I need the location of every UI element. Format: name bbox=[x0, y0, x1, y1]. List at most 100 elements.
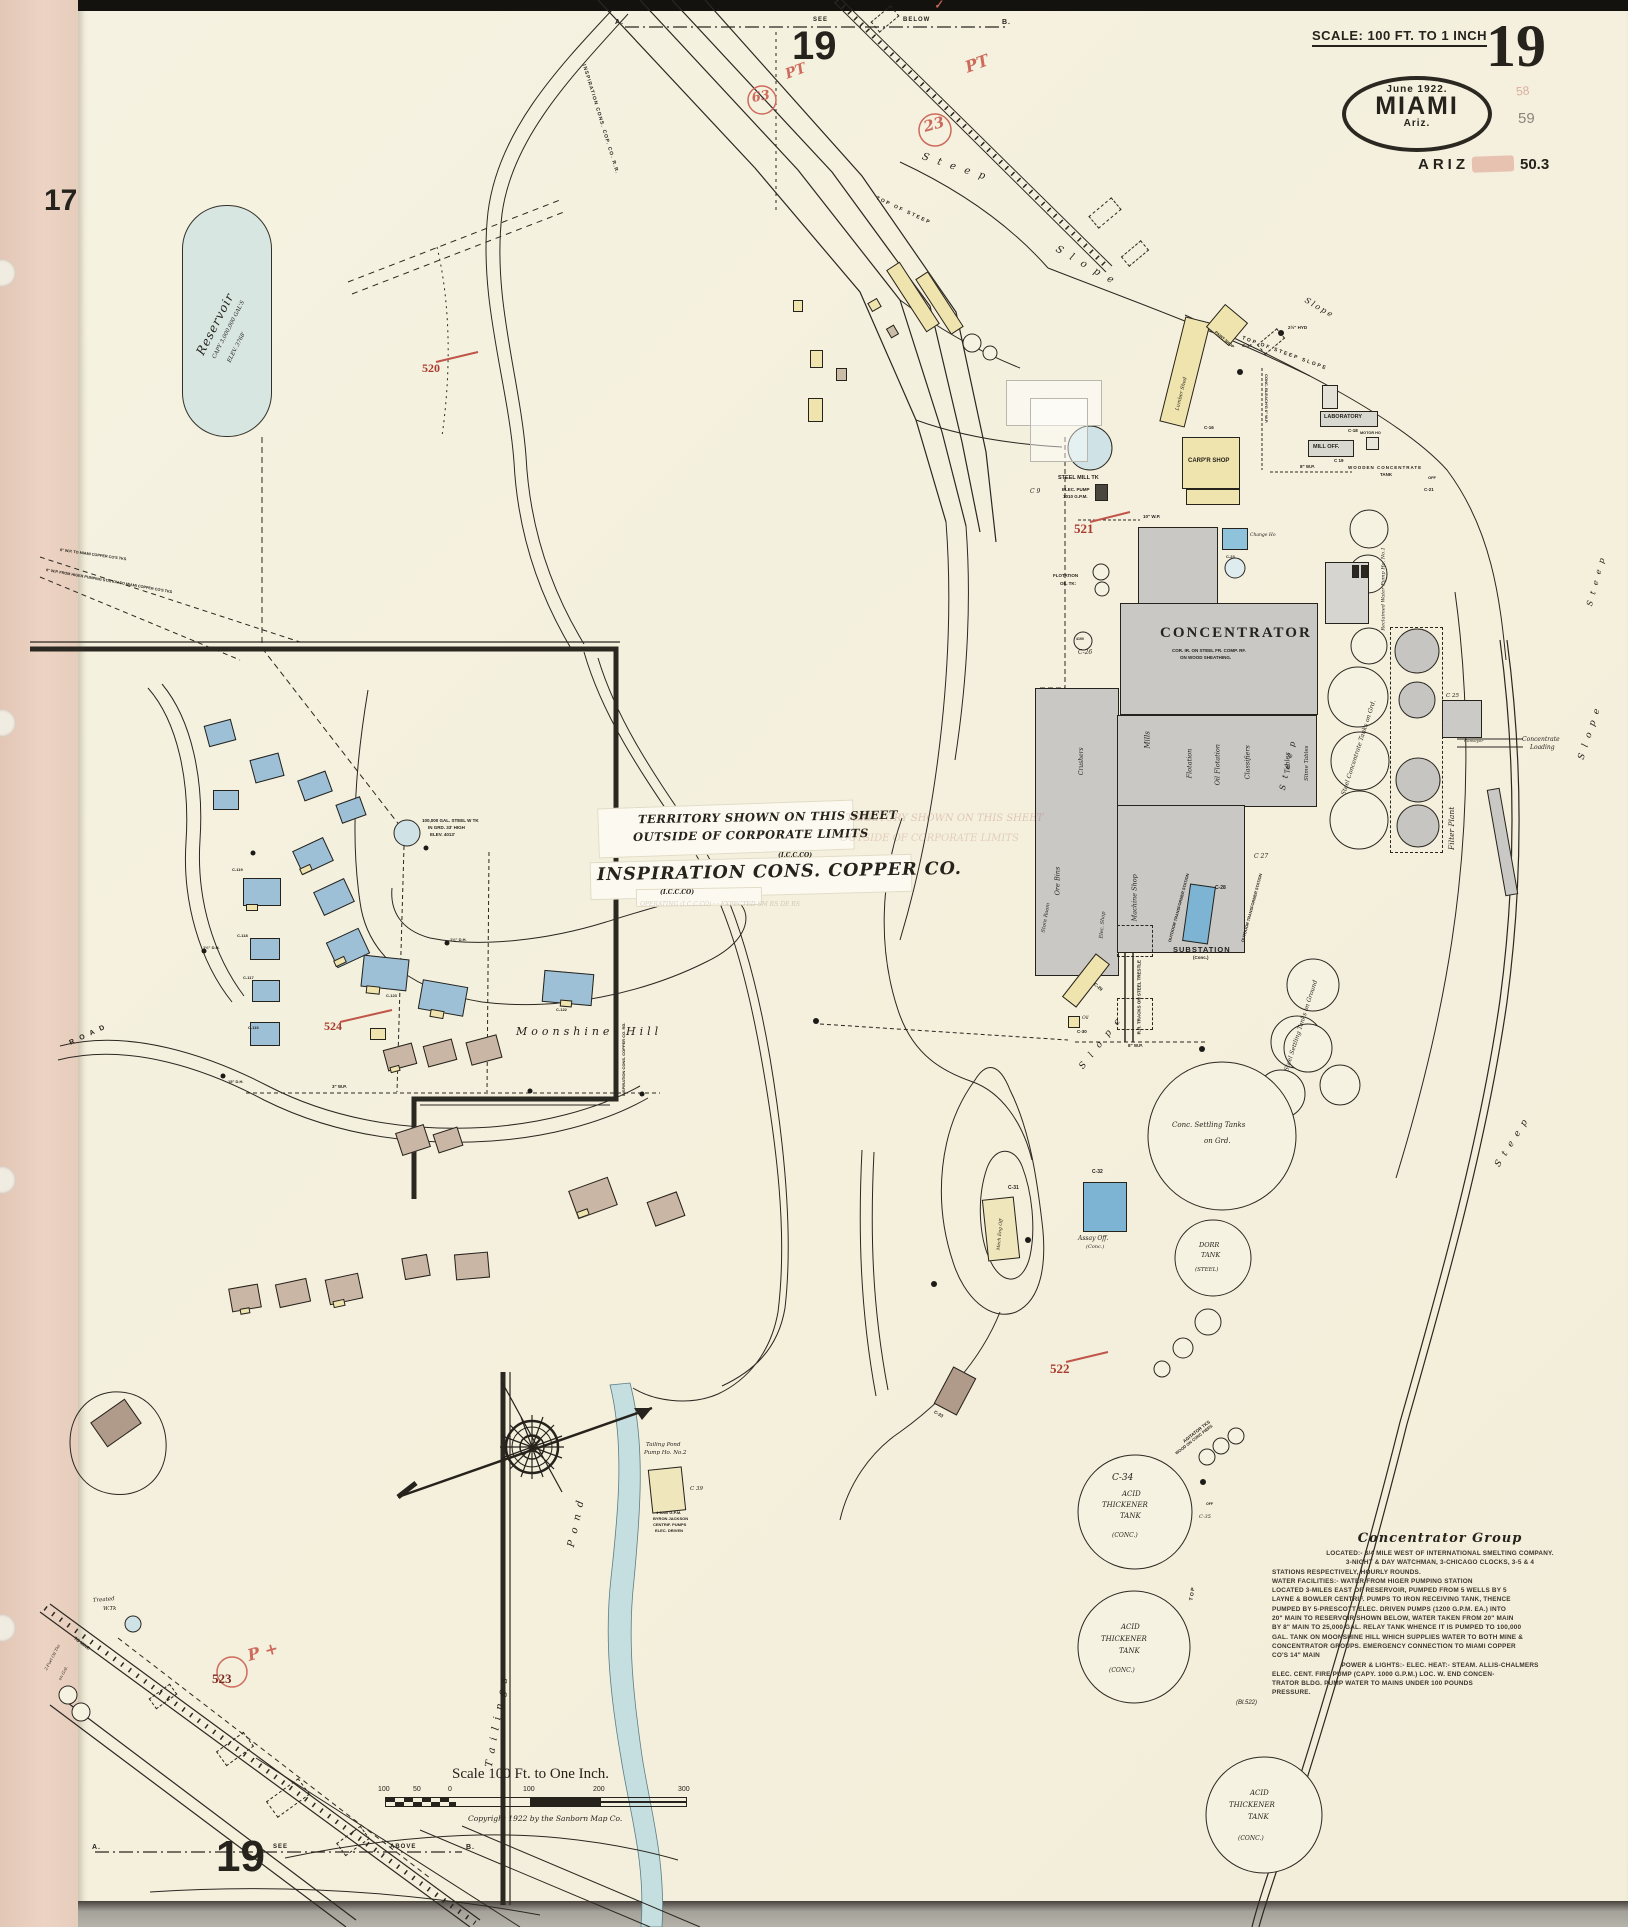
oil-label: Oil bbox=[1082, 1016, 1089, 1021]
trestle-siding-2 bbox=[1117, 998, 1153, 1030]
notes-line: POWER & LIGHTS:- ELEC. HEAT:- STEAM. ALL… bbox=[1341, 1661, 1539, 1669]
house-blue-7 bbox=[243, 878, 281, 906]
substation-label: SUBSTATION bbox=[1173, 945, 1231, 954]
acid2a-label: ACID bbox=[1121, 1623, 1140, 1631]
acid2b-label: THICKENER bbox=[1101, 1635, 1147, 1643]
c25-label: C 25 bbox=[1446, 693, 1459, 699]
sheet-number-large: 19 bbox=[1486, 13, 1546, 79]
concentrate-tank-5 bbox=[1330, 731, 1390, 791]
notes-line: WATER FACILITIES:- WATER FROM HIGER PUMP… bbox=[1272, 1577, 1473, 1585]
acid2c-label: TANK bbox=[1119, 1647, 1140, 1655]
hydrant-dot-9 bbox=[1237, 369, 1243, 375]
red-strike-521 bbox=[1089, 511, 1131, 523]
hydrant-dot-4 bbox=[527, 1088, 533, 1094]
red-circle-523 bbox=[216, 1656, 248, 1688]
conc-settling-tank-big bbox=[1147, 1061, 1297, 1211]
notes-line: 20" MAIN TO RESERVOIR SHOWN BELOW, WATER… bbox=[1272, 1615, 1514, 1623]
c23-label: C-23 bbox=[1226, 554, 1235, 559]
ghost-territory2-label: OUTSIDE OF CORPORATE LIMITS bbox=[840, 833, 1019, 844]
matchline-top-see: SEE bbox=[813, 17, 829, 23]
hydrant-dot-1 bbox=[444, 940, 450, 946]
concentrator-group-notes: Concentrator Group LOCATED:- 3/4 MILE WE… bbox=[1272, 1531, 1608, 1698]
hydrant-dot-11 bbox=[1199, 1046, 1205, 1052]
concentrator-tower bbox=[1138, 527, 1218, 605]
c19-label: C 19 bbox=[1334, 458, 1344, 463]
oil-shed-2 bbox=[808, 398, 823, 422]
wooden-conc-tank2-label: TANK bbox=[1380, 472, 1393, 477]
change-ho-label: Change Ho bbox=[1250, 533, 1276, 538]
sheet-number-bottom: 19 bbox=[216, 1832, 265, 1881]
house-blue-9 bbox=[250, 938, 280, 960]
hydrant-dot-3 bbox=[220, 1073, 226, 1079]
concentrator-sub2-label: ON WOOD SHEATHING. bbox=[1180, 655, 1232, 660]
trestle-siding-1 bbox=[1117, 925, 1153, 957]
notes-line: PUMPED BY 5-PRESCOTT ELEC. DRIVEN PUMPS … bbox=[1272, 1605, 1506, 1613]
road-oval-sw bbox=[69, 1391, 167, 1496]
curve-bottom-a bbox=[284, 1834, 679, 1861]
faint-59: 59 bbox=[1518, 110, 1535, 127]
rail-1 bbox=[597, 0, 947, 523]
c123-label: C-123 bbox=[386, 993, 397, 998]
laboratory-label: LABORATORY bbox=[1324, 414, 1363, 420]
pump-symbol-1 bbox=[1352, 565, 1359, 578]
notes-line: BY 8" MAIN TO 25,000 GAL. RELAY TANK WHE… bbox=[1272, 1624, 1522, 1632]
moonshine-tank1-label: 100,000 GAL. STEEL W TK bbox=[422, 818, 479, 823]
elev-marker-4190 bbox=[1073, 631, 1093, 651]
fence-ne-2 bbox=[351, 211, 565, 295]
concentrate-loading2-label: Loading bbox=[1530, 744, 1555, 751]
concentrator-west-wing bbox=[1035, 688, 1119, 976]
concentrator-main bbox=[1120, 603, 1318, 715]
faint-58: 58 bbox=[1515, 83, 1531, 99]
road-522-a bbox=[859, 1149, 877, 1397]
rail-siding-3 bbox=[899, 757, 939, 941]
elec-pump-gpm-label: 1010 G.P.M. bbox=[1063, 494, 1088, 499]
pipe-hill-2 bbox=[486, 851, 490, 1093]
adjacent-sheet-17: 17 bbox=[44, 184, 78, 217]
moonshine-tank2-label: IN GRD. 33' HIGH bbox=[428, 825, 465, 830]
scale-tick: 0 bbox=[448, 1786, 452, 1793]
house-tan-9 bbox=[453, 1251, 491, 1281]
scale-tick: 50 bbox=[413, 1786, 421, 1793]
red-circle-23 bbox=[918, 113, 952, 147]
flotation-oil-label: FLOTATION bbox=[1053, 573, 1079, 578]
filter-tank-4 bbox=[1396, 804, 1440, 848]
elec-pump-house bbox=[1095, 484, 1108, 501]
oil-shed-6 bbox=[793, 300, 803, 312]
rail-tied-ties bbox=[835, 0, 1111, 271]
slope-inner bbox=[1395, 591, 1467, 1179]
hydrant-dot-6 bbox=[423, 845, 429, 851]
red-strike-524 bbox=[339, 1009, 393, 1023]
acid3b-label: THICKENER bbox=[1229, 1801, 1275, 1809]
ghost-territory1-label: TERRITORY SHOWN ON THIS SHEET bbox=[846, 813, 1044, 824]
ore-bins-label: Ore Bins bbox=[1053, 866, 1062, 896]
concentrator-sub1-label: COR. IR. ON STEEL FR. COMP. RF. bbox=[1172, 648, 1246, 653]
rail-sw-2b bbox=[59, 1696, 357, 1921]
classifiers-label: Classifiers bbox=[1243, 745, 1252, 780]
agitator-tank-3 bbox=[1227, 1427, 1245, 1445]
red-check-mark: ✓ bbox=[932, 0, 945, 12]
carpenter-shop bbox=[1182, 437, 1240, 489]
small-tank-1 bbox=[1194, 1308, 1222, 1336]
steel-mill-tk-label: STEEL MILL TK bbox=[1058, 475, 1099, 481]
slope-contour-1 bbox=[1184, 314, 1507, 661]
pump-elec-label: ELEC. DRIVEN bbox=[655, 1528, 684, 1533]
rail-sw-3 bbox=[255, 1757, 521, 1927]
binding-strip bbox=[0, 0, 78, 1927]
c34-label: C-34 bbox=[1112, 1473, 1134, 1483]
notes-line: 3-NIGHT & DAY WATCHMAN, 3-CHICAGO CLOCKS… bbox=[1345, 1559, 1535, 1567]
acid-thickener-3 bbox=[1205, 1756, 1323, 1874]
rail-siding-2 bbox=[954, 525, 969, 761]
slope-contour-3 bbox=[899, 161, 1049, 269]
hydrant-dot-12 bbox=[1200, 1479, 1206, 1485]
house-blue-5 bbox=[213, 790, 239, 810]
notes-line: TRATOR BLDG. PUMP WATER TO MAINS UNDER 1… bbox=[1272, 1680, 1473, 1688]
road-hill-loop bbox=[354, 689, 747, 1006]
notes-line: GAL. TANK ON MOONSHINE HILL WHICH SUPPLI… bbox=[1272, 1633, 1524, 1641]
c117-label: C-117 bbox=[243, 975, 254, 980]
punch-hole bbox=[0, 1614, 16, 1642]
road-sw-dashed bbox=[117, 1637, 431, 1879]
notes-body: LOCATED:- 3/4 MILE WEST OF INTERNATIONAL… bbox=[1272, 1549, 1608, 1698]
filter-plant-label: Filter Plant bbox=[1447, 806, 1457, 850]
road-hill-1a bbox=[147, 687, 233, 1003]
